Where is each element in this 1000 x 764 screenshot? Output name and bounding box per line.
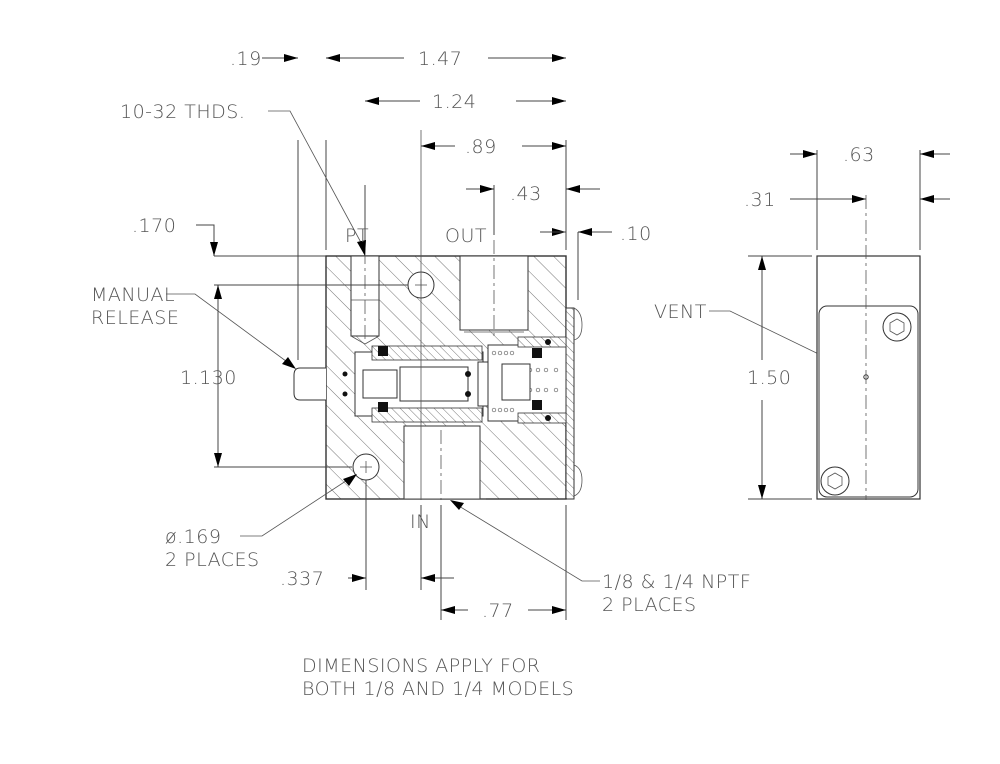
note-line-2: BOTH 1/8 AND 1/4 MODELS xyxy=(302,678,574,700)
callout-hole-dia: ø.169 xyxy=(165,526,221,548)
port-label-in: IN xyxy=(410,511,431,533)
socket-screw-bottom xyxy=(820,466,850,496)
dim-1130: 1.130 xyxy=(180,367,237,389)
callout-release: RELEASE xyxy=(91,307,179,329)
socket-screw-top xyxy=(882,312,912,342)
callout-nptf-places: 2 PLACES xyxy=(602,594,697,616)
port-label-out: OUT xyxy=(445,225,487,247)
annotations: .19 1.47 1.24 .89 .43 .10 .170 1.130 .33… xyxy=(91,48,875,700)
o-ring xyxy=(378,402,388,412)
dim-124: 1.24 xyxy=(432,91,476,113)
dim-063: .63 xyxy=(843,144,875,166)
dim-150: 1.50 xyxy=(747,367,791,389)
spool xyxy=(399,366,469,402)
dim-010: .10 xyxy=(620,223,652,245)
note-line-1: DIMENSIONS APPLY FOR xyxy=(302,655,540,677)
callout-hole-places: 2 PLACES xyxy=(165,549,260,571)
dim-077: .77 xyxy=(482,600,514,622)
port-label-pt: PT xyxy=(345,225,369,247)
dim-043: .43 xyxy=(510,183,542,205)
callout-vent: VENT xyxy=(654,301,707,323)
dimension-lines xyxy=(196,54,612,620)
dim-147: 1.47 xyxy=(418,48,462,70)
dim-0337: .337 xyxy=(280,568,324,590)
plate-bump-bottom xyxy=(573,464,583,497)
dim-019: .19 xyxy=(230,48,262,70)
dim-031: .31 xyxy=(744,189,776,211)
manual-release-knob xyxy=(293,367,326,401)
in-port xyxy=(403,425,481,500)
dim-089: .89 xyxy=(465,136,497,158)
end-plate xyxy=(565,307,575,500)
front-section-view xyxy=(293,240,583,500)
callout-thread: 10-32 THDS. xyxy=(120,101,245,123)
side-view xyxy=(748,150,950,500)
callout-manual: MANUAL xyxy=(91,284,175,306)
dim-0170: .170 xyxy=(132,215,176,237)
plate-bump-top xyxy=(573,307,583,341)
spring-coils xyxy=(491,350,559,413)
callout-nptf: 1/8 & 1/4 NPTF xyxy=(602,571,751,593)
o-ring xyxy=(378,346,388,356)
